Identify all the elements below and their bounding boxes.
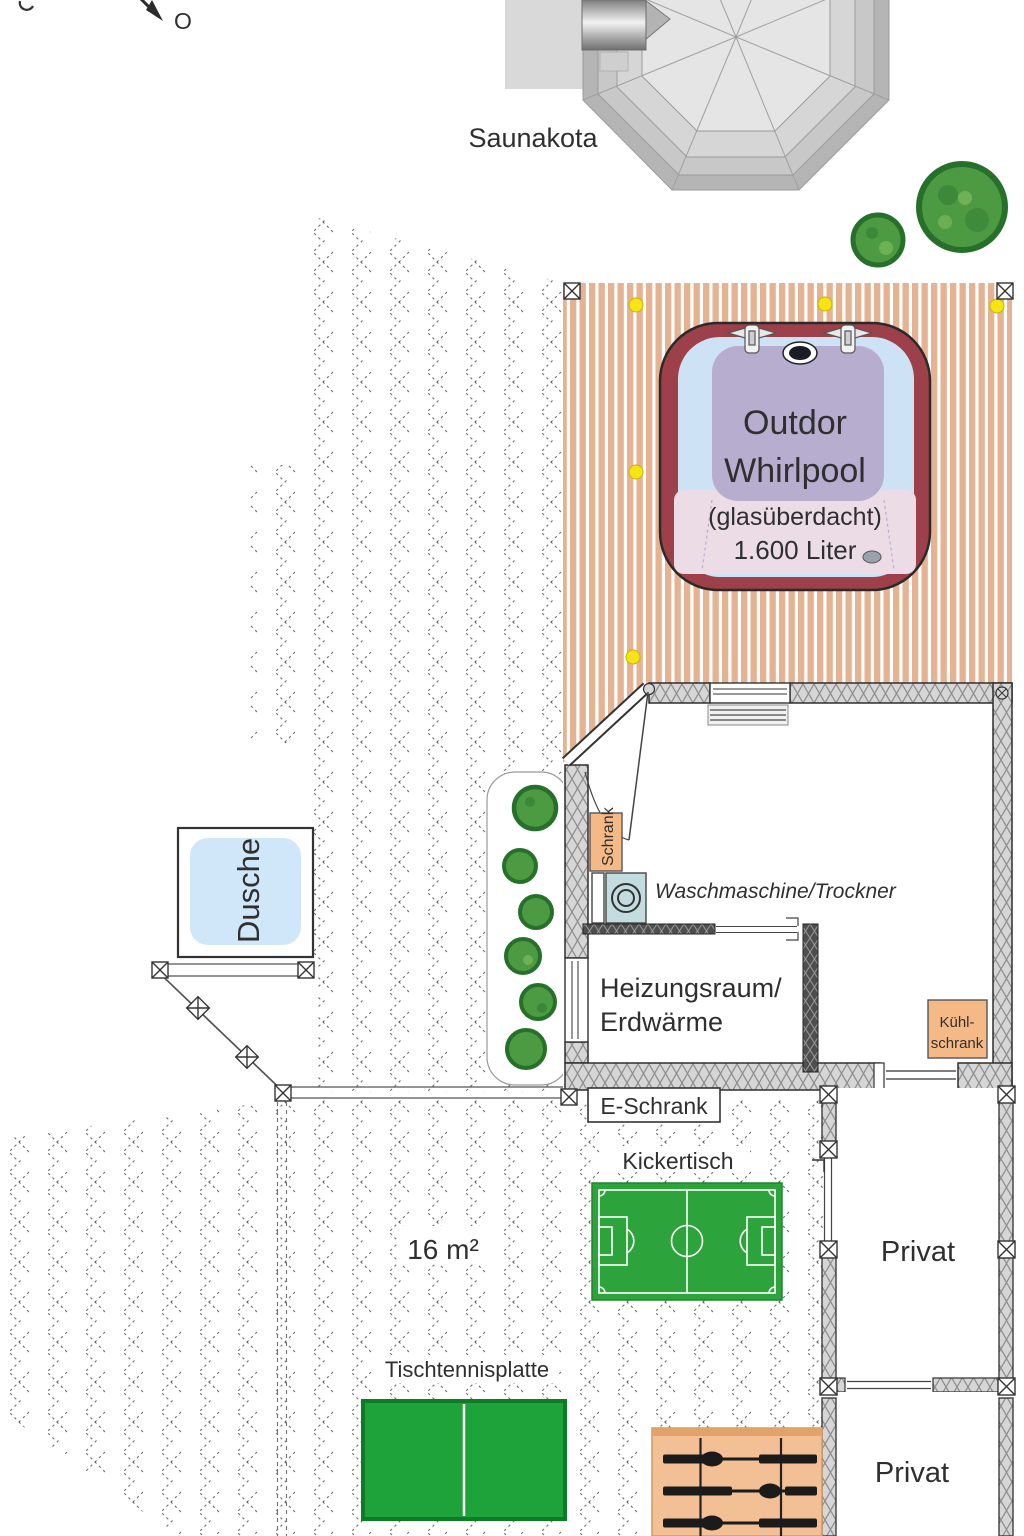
whirlpool-title-2: Whirlpool — [724, 452, 866, 490]
post — [819, 1377, 838, 1396]
player-rod — [663, 1451, 817, 1531]
kuehlschrank-label-2: schrank — [931, 1035, 984, 1052]
heizungsraum-label-2: Erdwärme — [600, 1007, 723, 1037]
post — [185, 995, 211, 1021]
sauna-annex — [505, 0, 583, 89]
post — [819, 1140, 838, 1159]
area-label: 16 m² — [407, 1234, 479, 1265]
fridge-cabinet — [927, 999, 988, 1059]
bush — [916, 161, 1008, 253]
kickertisch-label: Kickertisch — [622, 1148, 733, 1174]
kuehlschrank-label-1: Kühl- — [939, 1014, 974, 1031]
garden-fence — [152, 963, 566, 1099]
wall — [992, 682, 1013, 1091]
sliding-door — [716, 925, 797, 934]
saunakota-label: Saunakota — [468, 123, 598, 153]
whirlpool — [658, 321, 932, 592]
post — [997, 1085, 1016, 1104]
electrical-cabinet — [587, 1087, 721, 1123]
deck-light — [625, 296, 1005, 665]
post — [234, 1044, 260, 1070]
eschrank-label: E-Schrank — [600, 1093, 708, 1119]
washing-machine-icon — [591, 872, 647, 924]
foosball-field — [591, 1146, 783, 1301]
table-tennis-table — [361, 1355, 567, 1521]
privat2-label: Privat — [875, 1457, 949, 1489]
compass-east-label: O — [174, 8, 192, 34]
kicker-table-top — [651, 1427, 823, 1536]
schrank-label: Schrank — [600, 806, 617, 866]
gate-opening — [847, 1380, 931, 1390]
sauna-hut — [505, 0, 890, 191]
door — [873, 1062, 956, 1091]
private-room-1 — [812, 1088, 1014, 1393]
post — [997, 1377, 1016, 1396]
heizungsraum-label-1: Heizungsraum/ — [600, 973, 782, 1003]
post — [560, 1088, 578, 1106]
building-interior — [563, 686, 1014, 1092]
bush — [850, 212, 906, 268]
planting-strip — [486, 771, 570, 1086]
terrace-building — [561, 682, 1014, 1092]
post — [819, 1240, 838, 1259]
whirlpool-subtitle: (glasüberdacht) — [708, 503, 882, 531]
gate-hook — [812, 1159, 825, 1172]
door-leaf — [628, 691, 649, 841]
bush — [502, 784, 559, 1070]
waschmaschine-label: Waschmaschine/Trockner — [655, 880, 897, 903]
wall — [821, 1397, 837, 1536]
heating-room-walls — [582, 917, 819, 1073]
area-label-bg — [398, 1226, 490, 1264]
post — [274, 1084, 292, 1102]
shower-cabin — [176, 826, 315, 959]
post — [151, 961, 169, 979]
wall — [648, 682, 711, 704]
compass-arrowhead — [146, 0, 163, 21]
window-bench — [707, 704, 789, 726]
window — [564, 957, 589, 1043]
post — [997, 1240, 1016, 1259]
corner-entrance — [561, 682, 656, 841]
post — [563, 282, 581, 300]
sauna-step — [599, 51, 629, 72]
private-room-posts — [819, 1085, 1016, 1396]
wall — [821, 1252, 837, 1381]
window — [709, 682, 791, 704]
wall — [998, 1099, 1014, 1381]
compass-letter-fragment — [18, 0, 34, 11]
privat1-label: Privat — [881, 1236, 955, 1268]
corner-drain-icon — [995, 686, 1009, 700]
tischtennis-label: Tischtennisplatte — [385, 1357, 549, 1382]
walkway-herringbone-upper — [250, 215, 563, 1092]
chimney — [581, 0, 647, 51]
valve-fixture — [725, 324, 779, 354]
boundary-dashed-line — [276, 1102, 288, 1536]
wall — [564, 1041, 589, 1064]
valve-fixture — [821, 324, 875, 354]
post — [297, 961, 315, 979]
compass-north-arrow — [18, 0, 163, 21]
tub-jet — [862, 550, 882, 564]
fence-posts — [151, 282, 1014, 1106]
dusche-label: Dusche — [231, 838, 266, 943]
whirlpool-title-1: Outdor — [743, 404, 847, 442]
wall — [932, 1377, 1001, 1393]
post — [819, 1085, 838, 1104]
post — [996, 282, 1014, 300]
wardrobe-cabinet — [589, 812, 623, 872]
wall — [821, 1099, 837, 1143]
wall — [789, 682, 1013, 704]
sauna-octagon-roof — [582, 0, 890, 191]
wall — [998, 1397, 1014, 1536]
whirlpool-volume: 1.600 Liter — [734, 535, 857, 565]
